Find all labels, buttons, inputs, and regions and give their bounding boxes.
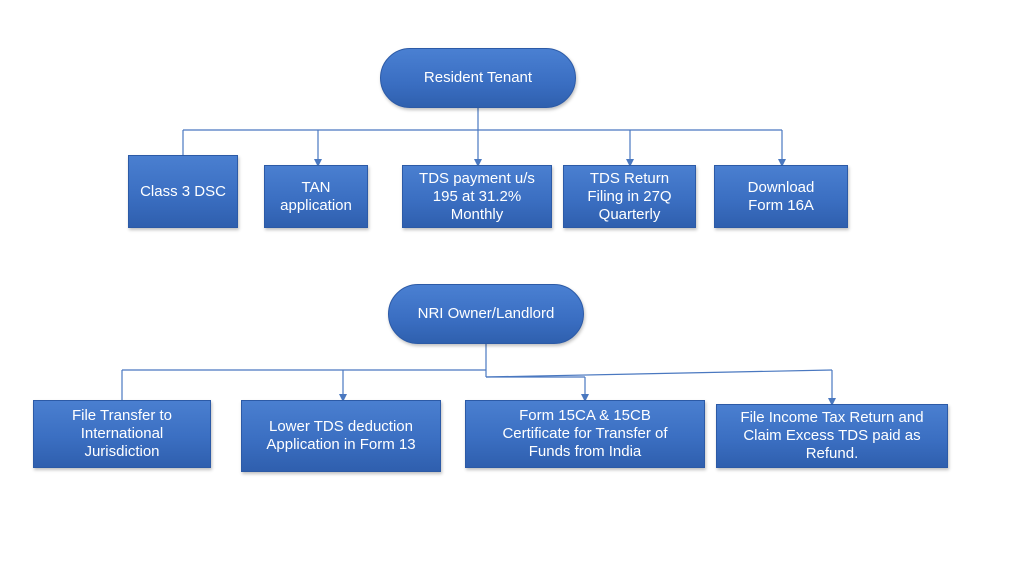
- node-download-form-16a: Download Form 16A: [714, 165, 848, 228]
- node-label: Lower TDS deduction Application in Form …: [266, 418, 416, 453]
- node-label: TDS Return Filing in 27Q Quarterly: [587, 169, 672, 223]
- node-tan-application: TAN application: [264, 165, 368, 228]
- node-label: TDS payment u/s 195 at 31.2% Monthly: [419, 169, 535, 223]
- node-file-transfer: File Transfer to International Jurisdict…: [33, 400, 211, 468]
- connector-bus: [485, 369, 833, 378]
- node-label: File Income Tax Return and Claim Excess …: [740, 409, 924, 462]
- node-label: Download Form 16A: [747, 178, 815, 214]
- node-label: NRI Owner/Landlord: [417, 305, 555, 322]
- node-lower-tds-deduction: Lower TDS deduction Application in Form …: [241, 400, 441, 472]
- node-form-15ca-15cb: Form 15CA & 15CB Certificate for Transfe…: [465, 400, 705, 468]
- node-resident-tenant: Resident Tenant: [380, 48, 576, 108]
- node-label: Form 15CA & 15CB Certificate for Transfe…: [502, 407, 668, 460]
- node-class-3-dsc: Class 3 DSC: [128, 155, 238, 228]
- node-tds-return-filing: TDS Return Filing in 27Q Quarterly: [563, 165, 696, 228]
- node-label: File Transfer to International Jurisdict…: [71, 407, 173, 460]
- node-tds-payment: TDS payment u/s 195 at 31.2% Monthly: [402, 165, 552, 228]
- node-label: TAN application: [280, 178, 352, 214]
- node-file-income-tax-return: File Income Tax Return and Claim Excess …: [716, 404, 948, 468]
- node-nri-owner-landlord: NRI Owner/Landlord: [388, 284, 584, 344]
- node-label: Resident Tenant: [423, 69, 533, 86]
- node-label: Class 3 DSC: [140, 182, 226, 200]
